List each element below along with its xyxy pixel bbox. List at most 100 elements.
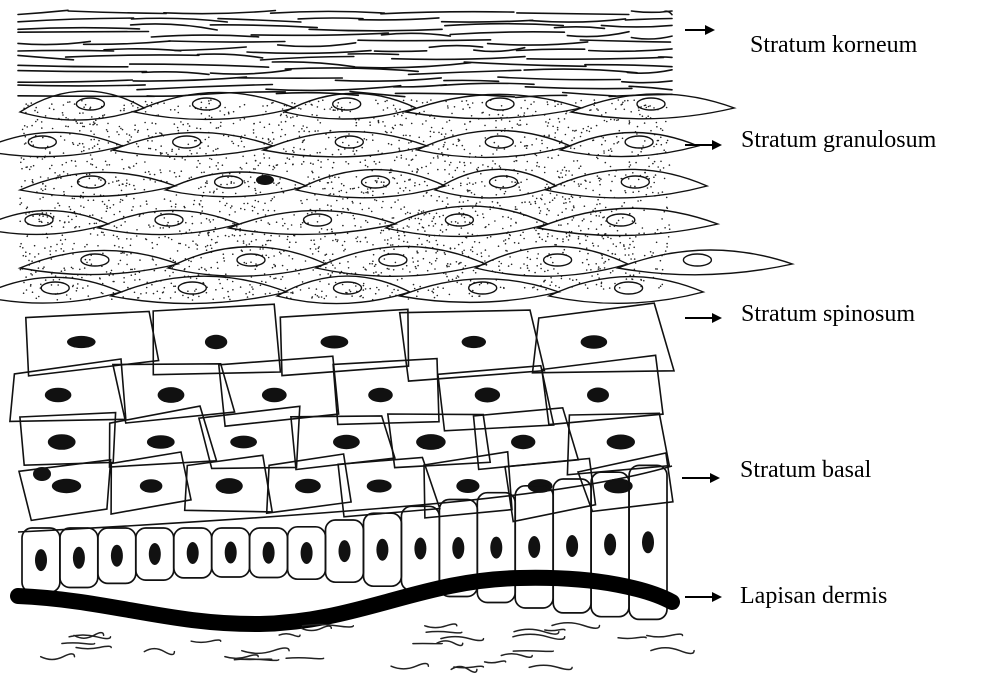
hollow-nucleus — [469, 282, 497, 294]
hollow-nucleus — [78, 176, 106, 188]
hollow-nucleus — [544, 254, 572, 266]
keratin-stroke — [266, 86, 401, 91]
keratin-stroke — [211, 70, 292, 74]
keratin-stroke — [335, 78, 441, 81]
keratin-stroke — [18, 50, 114, 51]
lapisan-dermis-region — [18, 578, 694, 672]
dark-nucleus — [301, 542, 313, 564]
keratin-stroke — [450, 32, 564, 35]
dermis-fiber — [618, 637, 646, 638]
dark-nucleus — [414, 538, 426, 560]
dark-nucleus — [67, 336, 96, 348]
dark-nucleus — [475, 388, 500, 403]
granular-cell — [435, 169, 556, 198]
dark-nucleus — [490, 537, 502, 559]
spinous-cells — [10, 303, 674, 521]
keratin-stroke — [18, 32, 149, 33]
dark-nucleus — [339, 540, 351, 562]
keratin-stroke — [210, 25, 317, 28]
granular-cell — [296, 170, 445, 198]
dermis-fiber — [242, 648, 289, 653]
keratin-stroke — [601, 25, 672, 27]
hollow-nucleus — [304, 214, 332, 226]
dark-nucleus — [111, 545, 123, 567]
dark-nucleus — [587, 388, 609, 403]
dark-nucleus — [216, 478, 243, 494]
dermis-fiber — [441, 637, 484, 641]
stratum-basal-region — [18, 465, 672, 619]
label-stratum-korneum: Stratum korneum — [750, 33, 917, 57]
hollow-nucleus — [615, 282, 643, 294]
dark-nucleus — [462, 336, 486, 348]
keratin-stroke — [381, 12, 514, 14]
keratin-stroke — [66, 55, 199, 57]
basement-membrane — [18, 578, 672, 624]
dermis-fiber — [391, 664, 428, 669]
granular-cell — [263, 132, 427, 157]
dark-nucleus — [607, 435, 635, 450]
dark-nucleus — [256, 175, 274, 185]
keratin-stroke — [247, 51, 371, 54]
keratin-stroke — [18, 18, 134, 22]
keratin-stroke — [444, 80, 499, 81]
keratin-stroke — [197, 54, 262, 58]
stratum-spinosum-region — [10, 303, 674, 521]
keratin-stroke — [251, 33, 388, 35]
dermis-fiber — [513, 651, 553, 652]
hollow-nucleus — [379, 254, 407, 266]
keratin-stroke — [622, 81, 672, 83]
keratin-stroke — [580, 40, 670, 42]
hollow-nucleus — [41, 282, 69, 294]
dark-nucleus — [45, 388, 72, 403]
keratin-stroke — [218, 19, 301, 22]
dermis-fiber — [426, 632, 462, 633]
dermis-fiber — [425, 624, 457, 628]
hollow-nucleus — [683, 254, 711, 266]
keratin-stroke — [354, 63, 470, 68]
granular-cell — [417, 130, 570, 157]
dark-nucleus — [147, 435, 175, 449]
keratin-stroke — [524, 69, 637, 73]
dark-nucleus — [48, 434, 76, 450]
hollow-nucleus — [178, 282, 206, 294]
dark-nucleus — [456, 479, 479, 493]
keratin-stroke — [130, 64, 269, 67]
keratin-stroke — [525, 87, 632, 89]
dermis-fiber — [76, 646, 111, 648]
dark-nucleus — [295, 479, 321, 494]
keratin-stroke — [18, 65, 128, 67]
keratin-stroke — [133, 77, 246, 81]
dark-nucleus — [581, 335, 608, 348]
hollow-nucleus — [486, 98, 514, 110]
keratin-stroke — [271, 11, 385, 13]
keratin-stroke — [488, 42, 588, 45]
dermis-fiber — [62, 643, 95, 644]
dark-nucleus — [205, 335, 227, 349]
dark-nucleus — [376, 539, 388, 561]
dark-nucleus — [333, 435, 360, 449]
keratin-stroke — [278, 43, 356, 47]
arrow-stratum-spinosum — [685, 313, 722, 323]
keratin-stroke — [358, 40, 491, 41]
arrow-stratum-basal — [682, 473, 720, 483]
dark-nucleus — [225, 542, 237, 564]
keratin-stroke — [627, 70, 672, 73]
keratin-stroke — [164, 11, 276, 14]
keratin-stroke — [625, 19, 672, 21]
granular-cells — [0, 91, 792, 304]
dermis-fiber — [647, 634, 683, 637]
granular-cell — [546, 169, 707, 198]
label-stratum-basal: Stratum basal — [740, 458, 871, 482]
keratin-stroke — [567, 32, 629, 37]
granular-cell — [111, 276, 287, 303]
keratin-stroke — [554, 27, 604, 29]
hollow-nucleus — [637, 98, 665, 110]
hollow-nucleus — [625, 136, 653, 148]
dermis-fiber — [191, 640, 221, 642]
keratin-stroke — [442, 20, 533, 22]
keratin-stroke — [348, 54, 398, 55]
hollow-nucleus — [607, 214, 635, 226]
granular-cell — [538, 208, 718, 235]
